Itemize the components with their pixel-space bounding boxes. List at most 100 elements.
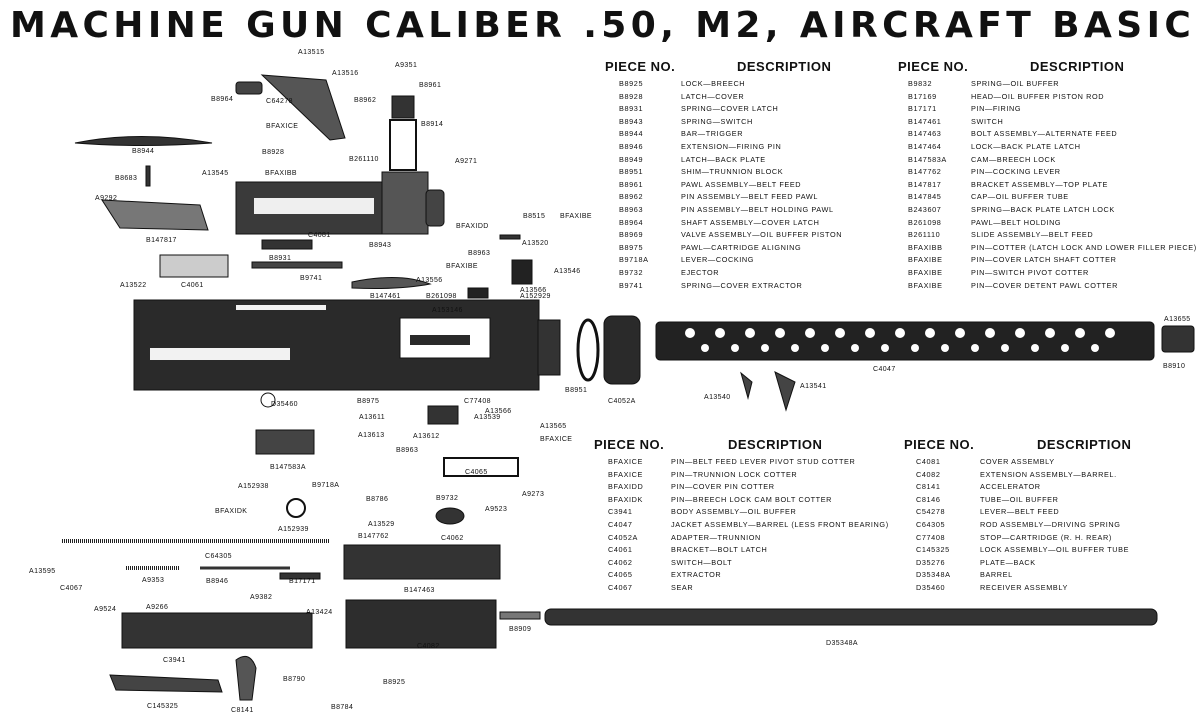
parts-row: B261110 SLIDE ASSEMBLY—BELT FEED: [898, 230, 1198, 243]
piece-number: B8925: [619, 79, 644, 88]
part-label: B8963: [396, 447, 419, 454]
piece-number: B9741: [619, 280, 644, 290]
piece-description: COVER ASSEMBLY: [980, 457, 1055, 466]
piece-description: ADAPTER—TRUNNION: [671, 532, 761, 542]
piece-description: EJECTOR: [681, 267, 720, 277]
piece-description: PIN—COTTER (LATCH LOCK AND LOWER FILLER …: [971, 242, 1197, 252]
piece-number: B9718A: [619, 255, 649, 265]
piece-description: SLIDE ASSEMBLY—BELT FEED: [971, 230, 1094, 240]
piece-description: SPRING—OIL BUFFER: [971, 79, 1060, 88]
piece-number: B9732: [619, 267, 644, 277]
piece-number: BFAXICE: [608, 469, 644, 479]
part-label: A13540: [704, 394, 731, 401]
part-label: B8914: [421, 121, 444, 128]
piece-number: C145325: [916, 545, 950, 555]
piece-number: B8951: [619, 167, 644, 177]
piece-description: PAWL—CARTRIDGE ALIGNING: [681, 242, 802, 252]
piece-description: CAP—OIL BUFFER TUBE: [971, 192, 1069, 202]
part-label: A13595: [29, 568, 56, 575]
piece-number: B8961: [619, 179, 644, 189]
part-label: A13565: [540, 423, 567, 430]
piece-description: SHAFT ASSEMBLY—COVER LATCH: [681, 217, 820, 227]
piece-description: PIN—FIRING: [971, 104, 1022, 114]
piece-description: SWITCH: [971, 116, 1004, 126]
piece-number: C4047: [608, 519, 633, 529]
piece-number: BFAXIBE: [908, 255, 943, 265]
piece-number: C77408: [916, 532, 946, 542]
part-label: C4067: [60, 585, 83, 592]
piece-no-header: PIECE NO.: [594, 437, 665, 452]
part-label: A13529: [368, 521, 395, 528]
piece-number: C8146: [916, 494, 941, 504]
piece-number: B147461: [908, 116, 942, 126]
piece-number: C54278: [916, 507, 946, 517]
parts-row: C4052A ADAPTER—TRUNNION: [594, 533, 894, 546]
piece-number: B147845: [908, 192, 942, 202]
part-label: C4082: [417, 643, 440, 650]
part-label: B8943: [369, 242, 392, 249]
piece-number: C4081: [916, 457, 941, 466]
piece-number: C4052A: [608, 532, 638, 542]
shim-drawing: [576, 318, 600, 382]
piece-description: PIN—COVER PIN COTTER: [671, 482, 775, 492]
piece-description: CAM—BREECH LOCK: [971, 154, 1056, 164]
piece-description: PIN—SWITCH PIVOT COTTER: [971, 267, 1089, 277]
piece-number: BFAXIBE: [908, 267, 943, 277]
part-label: B147762: [358, 533, 389, 540]
cover-assembly-drawing: [235, 171, 445, 235]
piece-no-header: PIECE NO.: [898, 59, 969, 74]
part-label: B9732: [436, 495, 459, 502]
piece-description: PIN—COVER LATCH SHAFT COTTER: [971, 255, 1117, 265]
piece-description: VALVE ASSEMBLY—OIL BUFFER PISTON: [681, 230, 843, 240]
piece-description: SPRING—BACK PLATE LATCH LOCK: [971, 204, 1115, 214]
piece-number: B8931: [619, 104, 644, 114]
description-header: DESCRIPTION: [1030, 59, 1125, 74]
part-label: D35348A: [826, 640, 858, 647]
part-label: A13566: [520, 287, 547, 294]
piece-description: PAWL—BELT HOLDING: [971, 217, 1062, 227]
part-label: BFAXIBE: [560, 213, 592, 220]
piece-number: B261110: [908, 230, 941, 240]
part-label: A13516: [332, 70, 359, 77]
part-label: A9351: [395, 62, 418, 69]
piece-number: C4061: [608, 545, 633, 555]
part-label: B8790: [283, 676, 306, 683]
parts-row: B8951 SHIM—TRUNNION BLOCK: [605, 167, 890, 180]
part-label: B8964: [211, 96, 234, 103]
piece-number: B147583A: [908, 154, 947, 164]
part-label: A13611: [359, 414, 386, 421]
piece-description: SHIM—TRUNNION BLOCK: [681, 167, 784, 177]
part-label: B147463: [404, 587, 435, 594]
parts-row: C4081 COVER ASSEMBLY: [904, 457, 1194, 470]
piece-number: B8943: [619, 116, 644, 126]
part-label: B8786: [366, 496, 389, 503]
parts-row: B9732 EJECTOR: [605, 268, 890, 281]
oil-buffer-drawing: [121, 612, 313, 649]
part-label: B8925: [383, 679, 406, 686]
piece-number: B8944: [619, 129, 644, 139]
part-label: A13556: [416, 277, 443, 284]
piece-number: B17171: [908, 104, 937, 114]
piece-description: EXTRACTOR: [671, 570, 722, 580]
